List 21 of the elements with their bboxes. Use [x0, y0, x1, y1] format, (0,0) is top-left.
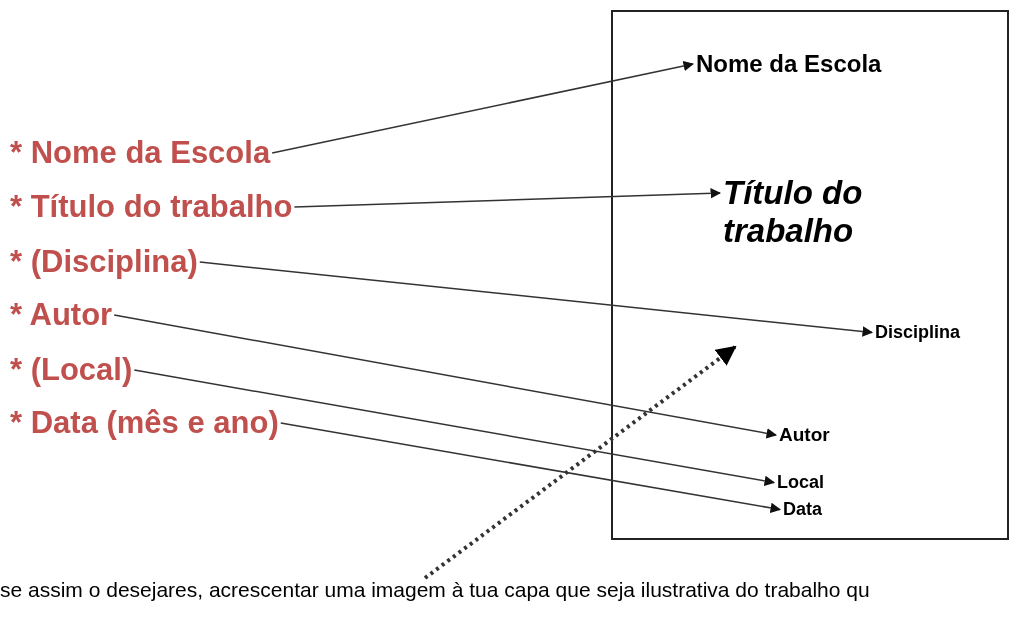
list-item-text: * (Disciplina): [10, 244, 198, 280]
arrow: [113, 314, 778, 439]
arrow: [293, 188, 722, 208]
cover-page-frame: [611, 10, 1009, 540]
cover-text: Data: [783, 499, 822, 520]
cover-title-text: Título do trabalho: [723, 174, 913, 250]
arrow: [271, 60, 695, 154]
cover-text: Local: [777, 472, 824, 493]
cover-text: Disciplina: [875, 322, 961, 343]
instruction-sentence: se assim o desejares, acrescentar uma imagem à tua capa que seja ilustrativa do trabalho qu: [0, 578, 870, 602]
list-item-text: * Nome da Escola: [10, 135, 271, 171]
list-item-text: * Autor: [10, 297, 113, 333]
arrow: [199, 261, 874, 337]
cover-text: Nome da Escola: [696, 50, 882, 78]
list-item-text: * (Local): [10, 352, 133, 388]
list-item-text: * Data (mês e ano): [10, 405, 279, 441]
list-item-text: * Título do trabalho: [10, 189, 293, 225]
dotted-arrow: [423, 345, 737, 580]
arrow: [133, 369, 776, 487]
arrow: [280, 422, 782, 514]
cover-text: Autor: [779, 424, 830, 446]
